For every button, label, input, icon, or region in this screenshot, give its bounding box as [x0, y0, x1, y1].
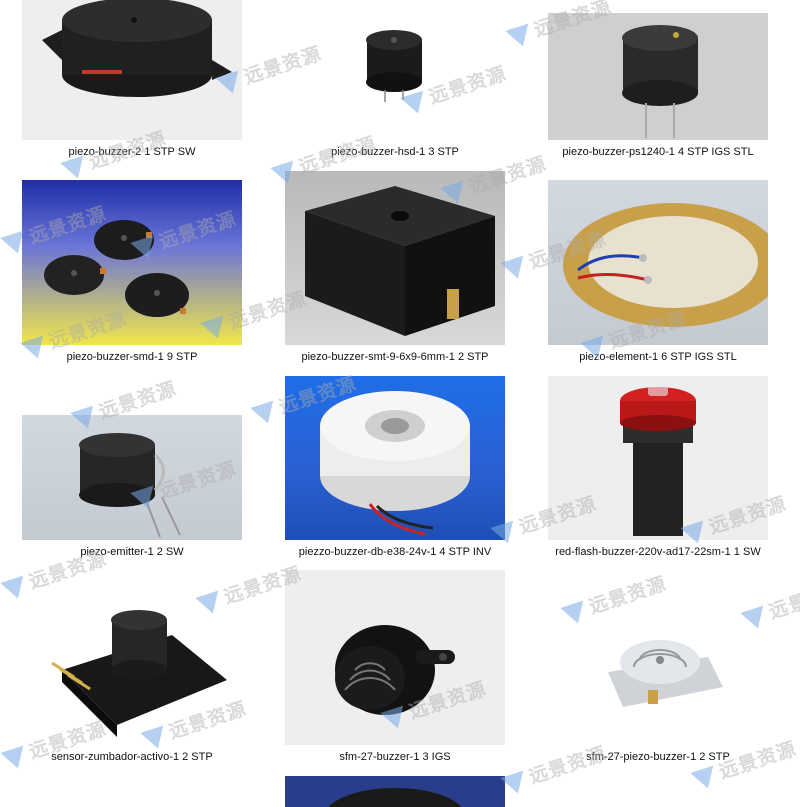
gallery-item[interactable]: piezo-buzzer-smt-9-6x9-6mm-1 2 STP [285, 171, 505, 363]
thumbnail[interactable] [285, 376, 505, 540]
buzzer-smd-group-image [44, 220, 189, 317]
sfm-27-piezo-buzzer-image [608, 640, 723, 707]
thumbnail[interactable] [548, 180, 768, 345]
gallery-item[interactable]: piezo-buzzer-hsd-1 3 STP [285, 0, 505, 158]
gallery-item[interactable]: sfm-27-buzzer-1 3 IGS [285, 570, 505, 763]
gallery-item[interactable]: piezo-buzzer-2 1 STP SW [22, 0, 242, 158]
watermark-logo-icon [60, 155, 90, 182]
gallery-item[interactable]: piezzo-buzzer-db-e38-24v-1 4 STP INV [285, 376, 505, 558]
item-caption: piezo-element-1 6 STP IGS STL [579, 351, 737, 363]
item-caption: piezo-buzzer-smd-1 9 STP [66, 351, 198, 363]
thumbnail[interactable] [548, 612, 768, 745]
item-caption: piezo-emitter-1 2 SW [80, 546, 184, 558]
item-caption: piezzo-buzzer-db-e38-24v-1 4 STP INV [298, 546, 492, 558]
gallery-item[interactable]: piezo-element-1 6 STP IGS STL [548, 180, 768, 363]
thumbnail[interactable] [285, 0, 505, 140]
buzzer-smt-square-image [305, 186, 495, 336]
thumbnail[interactable] [285, 570, 505, 745]
gallery-item[interactable] [285, 776, 505, 807]
watermark-logo-icon [250, 400, 280, 427]
thumbnail[interactable] [22, 415, 242, 540]
piezo-emitter-image [79, 433, 181, 538]
thumbnail[interactable] [285, 171, 505, 345]
item-caption: piezo-buzzer-2 1 STP SW [68, 146, 196, 158]
sfm-27-buzzer-image [335, 625, 455, 715]
thumbnail[interactable] [22, 180, 242, 345]
item-caption: sfm-27-piezo-buzzer-1 2 STP [586, 751, 730, 763]
watermark-logo-icon [505, 23, 535, 50]
thumbnail[interactable] [22, 585, 242, 745]
partial-thumbnail-image [328, 788, 462, 807]
buzzer-ps1240-image [622, 25, 698, 138]
item-caption: piezo-buzzer-ps1240-1 4 STP IGS STL [562, 146, 754, 158]
buzzer-small-cylinder-image [366, 30, 422, 102]
gallery-item[interactable]: sensor-zumbador-activo-1 2 STP [22, 585, 242, 763]
thumbnail[interactable] [548, 13, 768, 140]
gallery-item[interactable]: sfm-27-piezo-buzzer-1 2 STP [548, 612, 768, 763]
thumbnail[interactable] [285, 776, 505, 807]
item-caption: sfm-27-buzzer-1 3 IGS [339, 751, 451, 763]
gallery-item[interactable]: red-flash-buzzer-220v-ad17-22sm-1 1 SW [548, 376, 768, 558]
gallery-item[interactable]: piezo-buzzer-ps1240-1 4 STP IGS STL [548, 13, 768, 158]
red-flash-buzzer-image [620, 386, 696, 536]
gallery-item[interactable]: piezo-emitter-1 2 SW [22, 415, 242, 558]
gallery-item[interactable]: piezo-buzzer-smd-1 9 STP [22, 180, 242, 363]
thumbnail[interactable] [22, 0, 242, 140]
sensor-zumbador-board-image [51, 610, 227, 737]
item-caption: piezo-buzzer-smt-9-6x9-6mm-1 2 STP [301, 351, 489, 363]
piezo-element-disc-image [563, 203, 768, 327]
buzzer-round-flange-image [42, 0, 232, 97]
item-caption: piezo-buzzer-hsd-1 3 STP [331, 146, 459, 158]
thumbnail[interactable] [548, 376, 768, 540]
watermark-logo-icon [690, 765, 720, 792]
item-caption: sensor-zumbador-activo-1 2 STP [51, 751, 213, 763]
buzzer-db-e38-image [320, 391, 470, 536]
item-caption: red-flash-buzzer-220v-ad17-22sm-1 1 SW [555, 546, 761, 558]
